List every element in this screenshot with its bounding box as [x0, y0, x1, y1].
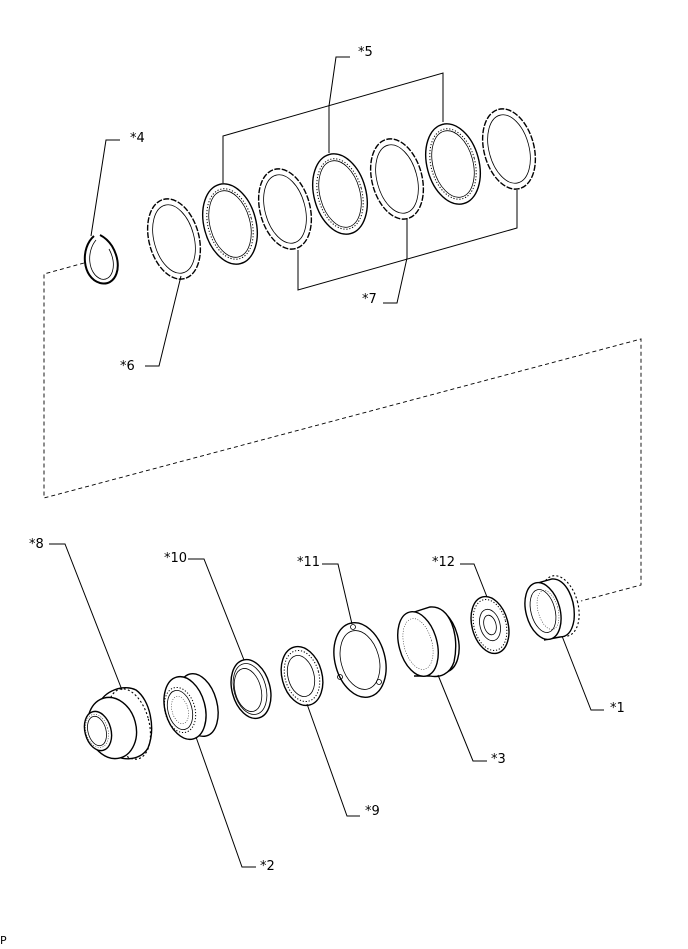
bracket-steel-plates — [297, 190, 518, 291]
leader-lines-lower — [49, 543, 604, 868]
callout-label-8: *8 — [29, 537, 44, 552]
callout-label-3: *3 — [491, 752, 506, 767]
callout-label-2: *2 — [260, 859, 275, 874]
callout-label-1: *1 — [610, 701, 625, 716]
corner-mark: P — [0, 934, 7, 947]
retaining-plate — [333, 622, 387, 698]
clutch-disc-friction — [425, 123, 481, 205]
dashed-guide-box — [43, 262, 642, 602]
thrust-washer — [230, 658, 272, 720]
thrust-bearing — [280, 645, 324, 707]
snap-ring — [83, 234, 119, 285]
callout-label-12: *12 — [432, 555, 455, 570]
callout-label-11: *11 — [297, 555, 320, 570]
clutch-disc-friction — [312, 153, 368, 235]
callout-label-7: *7 — [362, 292, 377, 307]
callout-label-4: *4 — [130, 131, 145, 146]
planetary-ring-gear — [83, 687, 153, 760]
leader-lines-upper — [90, 56, 408, 367]
bracket-friction-discs — [222, 72, 444, 183]
sun-gear-drum — [524, 575, 580, 641]
callout-label-10: *10 — [164, 551, 187, 566]
clutch-disc-friction — [202, 183, 258, 265]
callout-label-5: *5 — [358, 45, 373, 60]
clutch-plate-steel — [146, 198, 202, 280]
callout-label-9: *9 — [365, 804, 380, 819]
callout-label-6: *6 — [120, 359, 135, 374]
clutch-plate-steel — [481, 108, 537, 190]
planetary-carrier — [163, 673, 219, 741]
clutch-plate-steel — [369, 138, 425, 220]
clutch-hub — [470, 595, 510, 655]
clutch-drum — [397, 606, 460, 678]
clutch-plate-steel — [257, 168, 313, 250]
